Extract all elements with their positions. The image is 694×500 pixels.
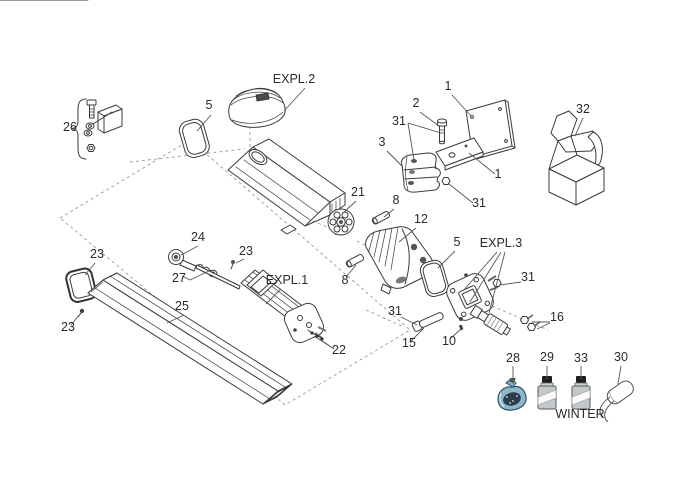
part-22-screws xyxy=(307,329,324,341)
part-label-5-right: 5 xyxy=(454,235,461,249)
part-label-25: 25 xyxy=(175,299,189,313)
part-16-screws xyxy=(520,314,541,331)
part-label-5-left: 5 xyxy=(206,98,213,112)
expl3-flange-assembly xyxy=(446,273,511,336)
part-label-27: 27 xyxy=(172,271,186,285)
part-12-motor xyxy=(365,226,434,295)
part-label-10: 10 xyxy=(442,334,456,348)
part-label-3: 3 xyxy=(379,135,386,149)
part-23-end-cap xyxy=(65,267,97,303)
part-label-23-screw: 23 xyxy=(61,320,75,334)
part-label-30: 30 xyxy=(614,350,628,364)
part-label-12: 12 xyxy=(414,212,428,226)
part-label-8-bottom: 8 xyxy=(342,273,349,287)
part-28-bag xyxy=(497,377,527,411)
part-label-31-right: 31 xyxy=(521,270,535,284)
part-label-16: 16 xyxy=(550,310,564,324)
part-label-1-plate: 1 xyxy=(445,79,452,93)
part-label-21: 21 xyxy=(351,185,365,199)
part-label-31-pin: 31 xyxy=(388,304,402,318)
part-label-8-top: 8 xyxy=(393,193,400,207)
part-label-15: 15 xyxy=(402,336,416,350)
part-5-gasket-left xyxy=(178,118,210,158)
part-label-24: 24 xyxy=(191,230,205,244)
part-label-28: 28 xyxy=(506,351,520,365)
part-21-coupling xyxy=(327,208,355,236)
part-3-clevis xyxy=(401,152,441,193)
part-33-bottle xyxy=(571,376,591,410)
part-8-pin-bottom xyxy=(345,254,364,268)
part-label-29: 29 xyxy=(540,350,554,364)
part-15-pin xyxy=(411,312,444,332)
bleed-valve xyxy=(469,305,511,336)
part-label-33: 33 xyxy=(574,351,588,365)
part-label-31-nut-top: 31 xyxy=(472,196,486,210)
part-label-26: 26 xyxy=(63,120,77,134)
part-31-nut-top xyxy=(441,177,451,185)
expl1-cylinder-assembly xyxy=(195,264,327,344)
part-label-expl3: EXPL.3 xyxy=(480,236,522,250)
part-label-2: 2 xyxy=(413,96,420,110)
part-label-expl1: EXPL.1 xyxy=(266,273,308,287)
part-label-32: 32 xyxy=(576,102,590,116)
part-label-22: 22 xyxy=(332,343,346,357)
part-label-23-rod: 23 xyxy=(239,244,253,258)
part-26-bracket-kit xyxy=(71,98,123,160)
part-24-rod-end xyxy=(168,249,197,272)
brace-26 xyxy=(71,98,87,160)
part-23-screw-rod xyxy=(230,260,235,270)
part-8-pin-top xyxy=(371,211,390,225)
part-label-winter: WINTER xyxy=(555,407,604,421)
housing-tube xyxy=(0,0,346,235)
part-30-capacitor xyxy=(599,380,634,423)
arrowhead-28 xyxy=(510,378,516,384)
part-label-31-top: 31 xyxy=(392,114,406,128)
part-2-pin xyxy=(437,118,447,145)
part-label-1-bar: 1 xyxy=(495,167,502,181)
part-25-tube xyxy=(87,272,293,405)
leader-lines xyxy=(70,87,622,385)
part-5-gasket-right xyxy=(419,259,449,297)
part-10-screws xyxy=(458,317,464,331)
part-29-bottle xyxy=(537,376,557,410)
part-label-23-cap: 23 xyxy=(90,247,104,261)
part-label-expl2: EXPL.2 xyxy=(273,72,315,86)
expl2-cover xyxy=(228,87,286,128)
dashed-guides xyxy=(59,120,549,406)
part-32-box xyxy=(548,110,605,206)
